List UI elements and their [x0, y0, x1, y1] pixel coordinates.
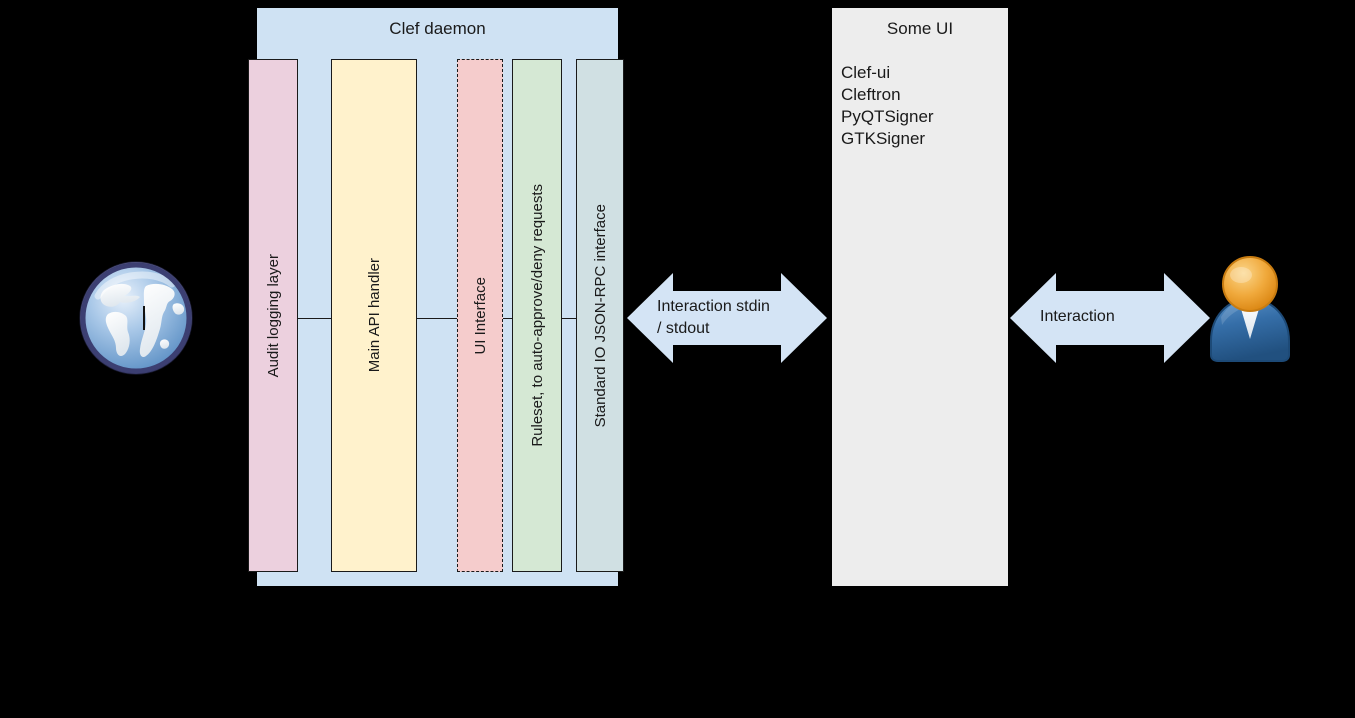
user-icon: [1203, 255, 1297, 365]
column-audit-logging-layer[interactable]: Audit logging layer: [248, 59, 298, 572]
column-ui-interface[interactable]: UI Interface: [457, 59, 503, 572]
list-item: GTKSigner: [841, 129, 926, 148]
list-item: Cleftron: [841, 85, 901, 104]
column-standard-io-json-rpc[interactable]: Standard IO JSON-RPC interface: [576, 59, 624, 572]
connector-line-api-uiinterface: [416, 318, 458, 319]
some-ui-title: Some UI: [886, 19, 954, 38]
interaction-arrow-icon: [1010, 272, 1210, 364]
list-item: PyQTSigner: [841, 107, 934, 126]
clef-daemon-title: Clef daemon: [389, 19, 486, 38]
list-item: Clef-ui: [841, 63, 891, 82]
column-label-standard-io-json-rpc: Standard IO JSON-RPC interface: [591, 203, 609, 428]
column-label-ruleset: Ruleset, to auto-approve/deny requests: [528, 184, 546, 447]
column-label-main-api-handler: Main API handler: [365, 258, 383, 373]
connector-line-ruleset-stdio: [561, 318, 577, 319]
globe-icon: [74, 256, 198, 380]
connector-line-audit-api: [298, 318, 332, 319]
column-ruleset[interactable]: Ruleset, to auto-approve/deny requests: [512, 59, 562, 572]
some-ui-panel: [832, 8, 1008, 586]
connector-line-uiinterface-ruleset: [502, 318, 513, 319]
stdio-arrow-icon: [627, 272, 827, 364]
column-label-audit-logging-layer: Audit logging layer: [264, 253, 282, 378]
some-ui-list: Clef-ui Cleftron PyQTSigner GTKSigner: [841, 62, 1001, 150]
clef-daemon-container: [257, 8, 618, 586]
column-main-api-handler[interactable]: Main API handler: [331, 59, 417, 572]
column-label-ui-interface: UI Interface: [471, 276, 489, 355]
